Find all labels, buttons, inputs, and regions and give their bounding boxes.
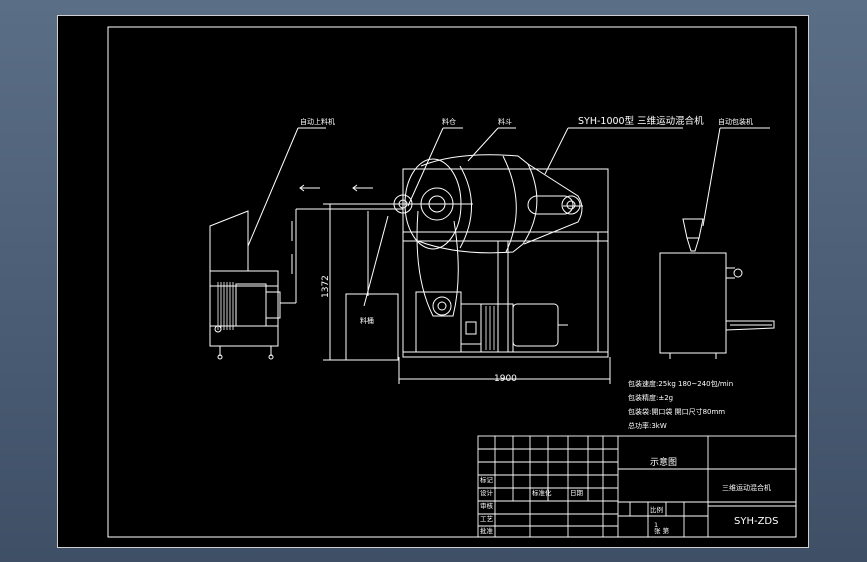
spec-line: 包装速度:25kg 180~240包/min — [628, 379, 733, 388]
dim-width: 1900 — [494, 374, 517, 384]
title-drawing-name: 示意图 — [650, 456, 677, 468]
title-cell: 批准 — [480, 526, 494, 535]
title-sheet-no: 1 — [654, 521, 658, 529]
label-material-2: 料斗 — [498, 117, 512, 126]
label-material-1: 料仓 — [442, 117, 456, 126]
title-block — [477, 435, 797, 538]
auto-feeder-machine — [209, 208, 403, 360]
title-cell: 标记 — [480, 475, 494, 484]
title-sheets: 张 第 — [654, 526, 670, 535]
title-drawing-code: SYH-ZDS — [734, 516, 778, 527]
title-cell: 工艺 — [480, 515, 494, 523]
flow-arrows — [291, 184, 373, 296]
width-dimension — [398, 357, 611, 384]
height-dimension — [323, 203, 403, 361]
title-cell: 审核 — [480, 501, 494, 510]
cad-drawing: 自动上料机 料仓 料斗 SYH-1000型 三维运动混合机 自动包装机 料桶 1… — [107, 26, 797, 538]
label-tank: 料桶 — [360, 316, 374, 325]
leader-lines — [247, 127, 770, 307]
three-d-mixer — [393, 154, 609, 358]
spec-line: 包装精度:±2g — [628, 393, 673, 402]
title-scale: 比例 — [650, 505, 663, 514]
label-auto-packer: 自动包装机 — [718, 117, 753, 126]
title-product-name: 三维运动混合机 — [722, 483, 771, 492]
inner-frame — [107, 26, 797, 538]
title-cell: 日期 — [570, 489, 584, 497]
auto-packing-machine — [659, 218, 775, 359]
title-cell: 设计 — [480, 488, 494, 497]
spec-line: 总功率:3kW — [628, 421, 667, 430]
dim-height: 1372 — [321, 275, 331, 298]
spec-line: 包装袋:開口袋 開口尺寸80mm — [628, 407, 725, 416]
label-mixer-model: SYH-1000型 三维运动混合机 — [578, 115, 704, 127]
tank-box — [345, 293, 399, 361]
label-auto-feeder: 自动上料机 — [300, 117, 335, 126]
title-cell: 标准化 — [532, 488, 552, 497]
drawing-sheet: 自动上料机 料仓 料斗 SYH-1000型 三维运动混合机 自动包装机 料桶 1… — [57, 15, 809, 548]
